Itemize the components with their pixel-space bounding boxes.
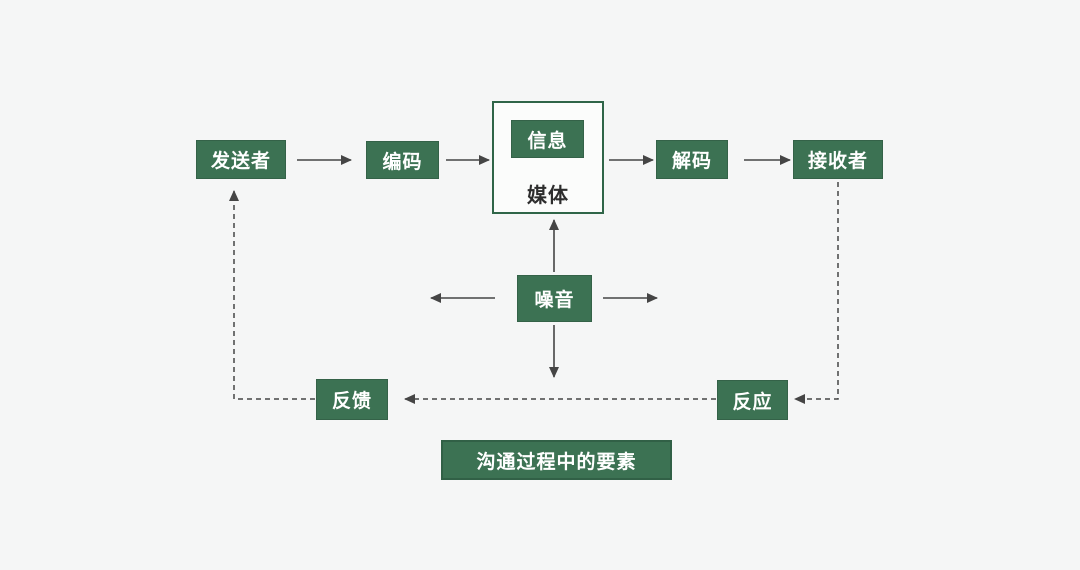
dashed-arrow-receiver-to-response [794, 182, 839, 404]
node-feedback: 反馈 [316, 379, 388, 420]
node-noise: 噪音 [517, 275, 592, 322]
node-receiver: 接收者 [793, 140, 883, 179]
node-encoder: 编码 [366, 141, 439, 179]
medium-container: 信息 媒体 [492, 101, 604, 214]
node-decoder: 解码 [656, 140, 728, 179]
dashed-arrow-feedback-to-sender [229, 190, 315, 400]
node-message: 信息 [511, 120, 584, 158]
node-sender: 发送者 [196, 140, 286, 179]
medium-label: 媒体 [527, 185, 569, 207]
node-response: 反应 [717, 380, 788, 420]
diagram-caption: 沟通过程中的要素 [441, 440, 672, 480]
